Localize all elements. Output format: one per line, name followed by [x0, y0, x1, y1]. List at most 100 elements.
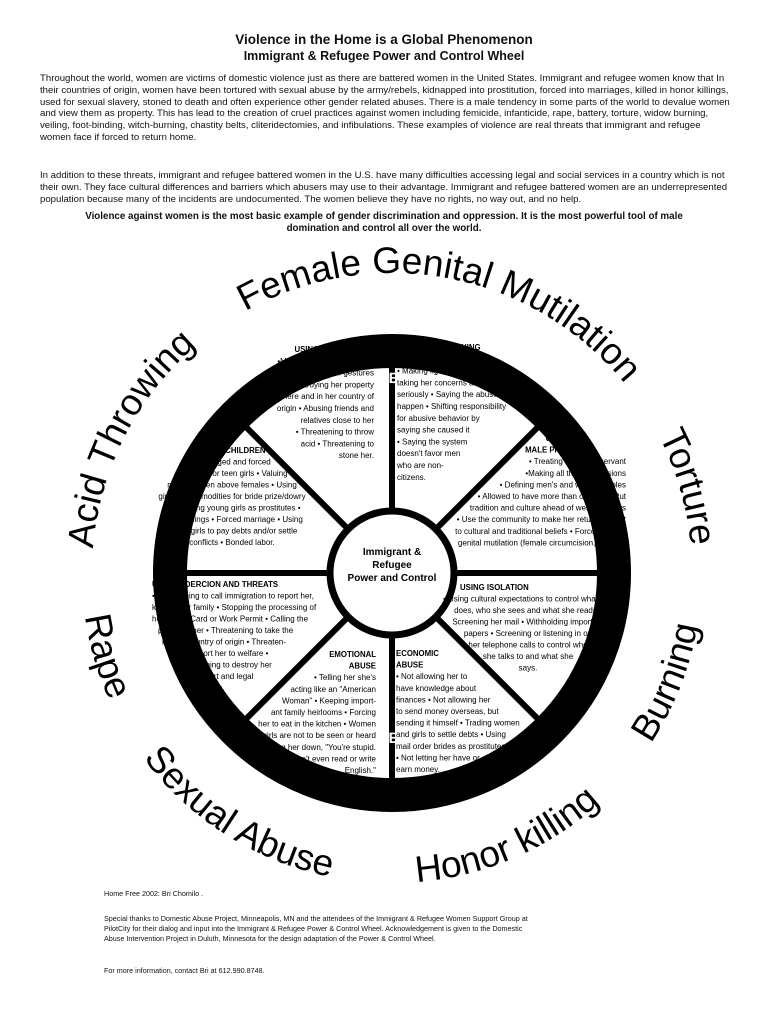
intro-paragraph-1: Throughout the world, women are victims … [40, 73, 730, 143]
segment-line: who are non- [396, 461, 444, 470]
segment-line: to cultural and traditional beliefs • Fo… [455, 527, 626, 536]
segment-line: • Treating her like a servant [529, 457, 627, 466]
segment-line: and girls to settle debts • Using [396, 730, 506, 739]
segment-title: ABUSE [349, 662, 376, 671]
segment-line: • Not letting her have or [396, 753, 480, 762]
segment-title: AND BLAMING [397, 355, 452, 364]
segment-line: • Allowed to have more than one wife •Pu… [478, 492, 627, 501]
segment-using-intimidation: USING INTIMIDATION •Making her afraid by … [277, 345, 375, 460]
segment-line: finances • Not allowing her [396, 695, 491, 704]
outer-word-torture: Torture [652, 422, 724, 547]
segment-line: ant family heirlooms • Forcing [271, 708, 376, 717]
segment-using-isolation: USING ISOLATION • Using cultural expectat… [443, 583, 614, 673]
segment-line: relatives close to her [301, 416, 375, 425]
segment-line: genital mutilation (female circumcision,… [458, 538, 626, 547]
segment-line: English." [345, 766, 376, 775]
segment-line: • Using cultural expectations to control… [443, 595, 614, 604]
segment-line: acting like an "American [290, 685, 376, 694]
segment-line: You can't even read or write [277, 754, 376, 763]
outer-word-burning: Burning [623, 619, 706, 748]
segment-line: passport and legal [188, 672, 254, 681]
segment-line: mail order brides as prostitutes [396, 742, 505, 751]
segment-line: Screening her mail • Withholding importa… [452, 618, 604, 627]
segment-line: • Putting her down, "You're stupid. [256, 743, 376, 752]
segment-line: police on her • Threatening to take the [158, 626, 294, 635]
page-title: Violence in the Home is a Global Phenome… [235, 32, 533, 47]
segment-line: taking her concerns about it [397, 378, 496, 387]
tagline: Violence against women is the most basic… [85, 211, 683, 234]
segment-line: girls as commodities for bride prize/dow… [158, 492, 305, 501]
footer-thanks: Special thanks to Domestic Abuse Project… [104, 914, 528, 943]
segment-line: for abusive behavior by [397, 414, 480, 423]
segment-line: young girls to pay debts and/or settle [167, 527, 298, 536]
segment-line: conflicts • Bonded labor. [189, 538, 275, 547]
segment-title: ABUSE [396, 661, 423, 670]
segment-line: kids and/or family • Stopping the proces… [152, 603, 317, 612]
segment-line: • Making light of the abuse • Not [397, 367, 511, 376]
segment-line: • Saying the system [397, 437, 468, 446]
ring-label-top: VIOLENCE [347, 370, 436, 392]
segment-line: •Making her afraid by using [277, 357, 374, 366]
segment-line: •Making all the big decisions [525, 469, 626, 478]
segment-title: ECONOMIC [396, 649, 439, 658]
segment-line: and girls are not to be seen or heard [247, 731, 376, 740]
segment-title: USING ISOLATION [460, 583, 529, 592]
segment-line: her Green Card or Work Permit • Calling … [152, 615, 309, 624]
segment-line: tradition and culture ahead of western v… [470, 504, 626, 513]
segment-title: EMOTIONAL [329, 650, 376, 659]
segment-line: kids to country of origin • Threaten- [162, 638, 286, 647]
segment-line: • Trafficking young girls as prostitutes… [163, 504, 300, 513]
intro-paragraph-2: In addition to these threats, immigrant … [40, 170, 728, 205]
footer-credit: Home Free 2002: Bri Chomilo . [104, 889, 204, 898]
segment-line: • Use the community to make her return •… [457, 515, 627, 524]
segment-title: MINIMIZING, DENYING [397, 343, 481, 352]
segment-line: saying she caused it [397, 426, 470, 435]
segment-line: citizens. [397, 473, 426, 482]
segment-line: papers. [198, 684, 225, 693]
segment-using-coercion-threats: USING COERCION AND THREATS • Threatening … [152, 580, 317, 693]
segment-line: • Destroying her property [285, 380, 374, 389]
segment-line: marriage for teen girls • Valuing [176, 469, 287, 478]
segment-line: looks or gestures [313, 369, 374, 378]
segment-line: • Not allowing her to [396, 672, 468, 681]
segment-line: • Threatening to throw [296, 428, 374, 437]
segment-line: ing to report her to welfare • [170, 649, 269, 658]
segment-line: seriously • Saying the abuse didn't [397, 390, 520, 399]
segment-line: origin • Abusing friends and [277, 404, 374, 413]
segment-minimizing-denying-blaming: MINIMIZING, DENYING AND BLAMING • Making l… [396, 343, 520, 482]
segment-line: Honor killings • Forced marriage • Using [161, 515, 303, 524]
segment-line: her telephone calls to control who [468, 641, 588, 650]
segment-line: stone her. [339, 451, 374, 460]
segment-line: • Defining men's and women's roles [500, 480, 626, 489]
segment-line: male children above females • Using [167, 481, 297, 490]
hub [326, 507, 458, 639]
outer-word-rape: Rape [77, 610, 140, 704]
segment-line: Woman" • Keeping import- [282, 696, 376, 705]
segment-line: happen • Shifting responsibility [397, 402, 506, 411]
segment-line: papers • Screening or listening in on [464, 629, 592, 638]
page-subtitle: Immigrant & Refugee Power and Control Wh… [243, 49, 525, 63]
segment-line: • Threatening to call immigration to rep… [152, 592, 314, 601]
segment-line: to send money overseas, but [396, 707, 500, 716]
segment-line: sending it himself • Trading women [396, 719, 520, 728]
segment-title: USING INTIMIDATION [294, 345, 374, 354]
segment-line: here and in her country of [283, 392, 375, 401]
segment-line: • Arranged and forced [193, 458, 271, 467]
segment-using-children: USING CHILDREN • Arranged and forced marri… [158, 446, 305, 547]
segment-line: earn money. [396, 765, 440, 774]
segment-title: USING CHILDREN [198, 446, 266, 455]
segment-title: USING COERCION AND THREATS [152, 580, 278, 589]
segment-line: she talks to and what she [483, 652, 574, 661]
segment-title: USING [546, 434, 571, 443]
segment-line: does, who she sees and what she reads • [454, 606, 602, 615]
segment-line: her to eat in the kitchen • Women [258, 720, 376, 729]
ring-label-bottom: VIOLENCE [349, 725, 435, 747]
hub-line: Power and Control [348, 573, 437, 584]
segment-line: says. [519, 664, 538, 673]
segment-line: acid • Threatening to [301, 439, 375, 448]
